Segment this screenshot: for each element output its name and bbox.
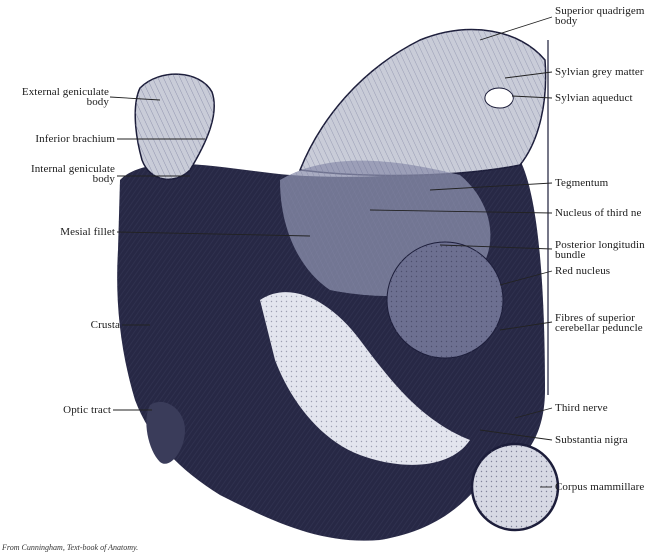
label-mesial-fillet: Mesial fillet <box>60 227 115 237</box>
label-optic-tract: Optic tract <box>63 405 111 415</box>
label-sylvian-grey-matter: Sylvian grey matter <box>555 67 644 77</box>
label-sylvian-aqueduct: Sylvian aqueduct <box>555 93 633 103</box>
label-fibres-of-superior-cerebellar-peduncle: Fibres of superior cerebellar peduncle <box>555 313 643 333</box>
figure-caption: From Cunningham, Text-book of Anatomy. <box>2 543 138 552</box>
label-internal-geniculate-body: Internal geniculate body <box>31 164 115 184</box>
label-corpus-mammillare: Corpus mammillare <box>555 482 644 492</box>
label-substantia-nigra: Substantia nigra <box>555 435 628 445</box>
label-tegmentum: Tegmentum <box>555 178 608 188</box>
sylvian-aqueduct-shape <box>485 88 513 108</box>
label-inferior-brachium: Inferior brachium <box>35 134 115 144</box>
label-external-geniculate-body: External geniculate body <box>22 87 109 107</box>
label-superior-quadrigeminal-body: Superior quadrigem body <box>555 6 644 26</box>
label-crusta: Crusta <box>91 320 120 330</box>
label-posterior-longitudinal-bundle: Posterior longitudin bundle <box>555 240 645 260</box>
label-nucleus-of-third-nerve: Nucleus of third ne <box>555 208 642 218</box>
label-red-nucleus: Red nucleus <box>555 266 610 276</box>
label-third-nerve: Third nerve <box>555 403 608 413</box>
